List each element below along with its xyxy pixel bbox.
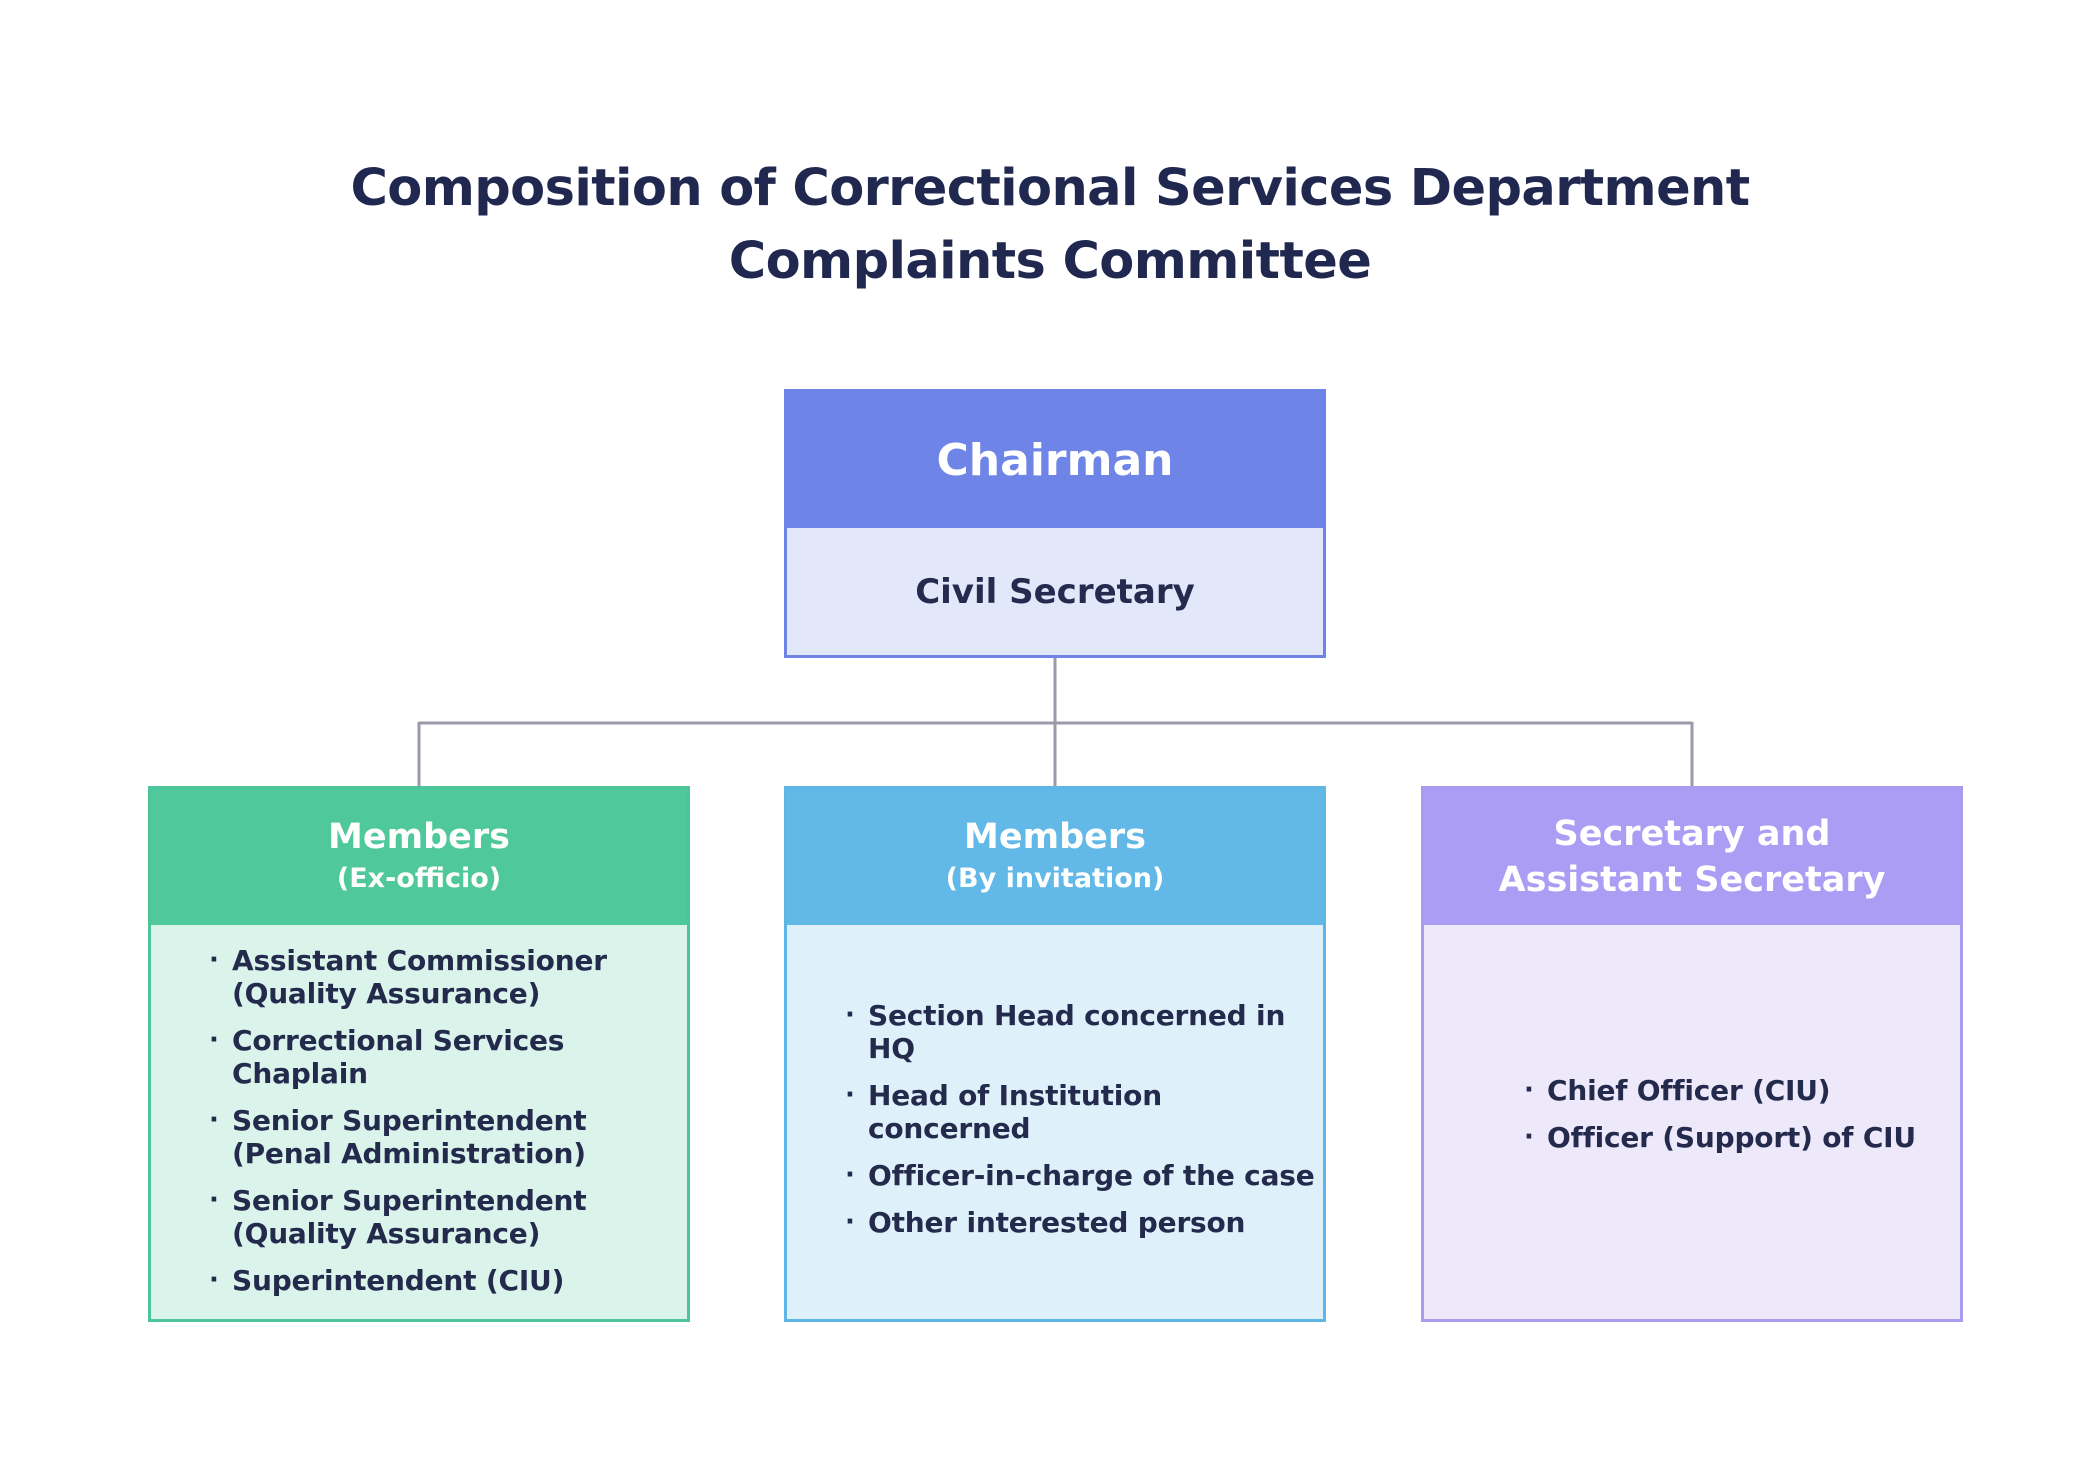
list-item-text: Section Head concerned in HQ xyxy=(868,999,1286,1065)
list-item-text: Assistant Commissioner (Quality Assuranc… xyxy=(232,944,607,1010)
secretary-list: · Chief Officer (CIU) · Officer (Support) o… xyxy=(1524,1073,1960,1154)
by-invitation-subheading: (By invitation) xyxy=(945,863,1165,894)
list-item-text: Correctional Services Chaplain xyxy=(232,1024,565,1090)
secretary-box: Secretary and Assistant Secretary · Chief… xyxy=(1421,786,1963,1322)
list-item-text: Senior Superintendent (Penal Administrat… xyxy=(232,1104,587,1170)
by-invitation-list: · Section Head concerned in HQ · Head of In… xyxy=(845,999,1323,1239)
chairman-holder: Civil Secretary xyxy=(787,528,1323,655)
bullet-icon: · xyxy=(845,1160,855,1190)
list-item-text: Superintendent (CIU) xyxy=(232,1264,565,1297)
chairman-heading: Chairman xyxy=(787,392,1323,528)
by-invitation-body: · Section Head concerned in HQ · Head of In… xyxy=(787,925,1323,1319)
list-item: · Section Head concerned in HQ xyxy=(845,999,1323,1065)
list-item: · Senior Superintendent (Quality Assuranc… xyxy=(209,1184,687,1250)
title-line-2: Complaints Committee xyxy=(728,232,1372,291)
bullet-icon: · xyxy=(845,1080,855,1110)
list-item: · Head of Institution concerned xyxy=(845,1079,1323,1145)
list-item: · Assistant Commissioner (Quality Assuran… xyxy=(209,944,687,1010)
bullet-icon: · xyxy=(1524,1074,1534,1105)
page-title: Composition of Correctional Services Dep… xyxy=(0,152,2100,298)
secretary-body: · Chief Officer (CIU) · Officer (Support) o… xyxy=(1424,925,1960,1319)
title-line-1: Composition of Correctional Services Dep… xyxy=(350,159,1750,218)
list-item-text: Officer (Support) of CIU xyxy=(1547,1120,1916,1154)
bullet-icon: · xyxy=(845,1207,855,1237)
invited-members-box: Members (By invitation) · Section Head co… xyxy=(784,786,1326,1322)
by-invitation-header: Members (By invitation) xyxy=(787,789,1323,925)
list-item-text: Chief Officer (CIU) xyxy=(1547,1073,1831,1107)
list-item: · Officer (Support) of CIU xyxy=(1524,1120,1960,1154)
ex-officio-body: · Assistant Commissioner (Quality Assuran… xyxy=(151,925,687,1319)
ex-officio-members-box: Members (Ex-officio) · Assistant Commissi… xyxy=(148,786,690,1322)
list-item-text: Senior Superintendent (Quality Assurance… xyxy=(232,1184,587,1250)
ex-officio-subheading: (Ex-officio) xyxy=(336,863,502,894)
ex-officio-header: Members (Ex-officio) xyxy=(151,789,687,925)
list-item: · Correctional Services Chaplain xyxy=(209,1024,687,1090)
bullet-icon: · xyxy=(209,1265,219,1295)
ex-officio-list: · Assistant Commissioner (Quality Assuran… xyxy=(209,944,687,1297)
list-item: · Other interested person xyxy=(845,1206,1323,1239)
list-item: · Chief Officer (CIU) xyxy=(1524,1073,1960,1107)
ex-officio-heading: Members xyxy=(328,817,510,857)
bullet-icon: · xyxy=(209,1105,219,1135)
list-item-text: Officer-in-charge of the case xyxy=(868,1159,1315,1192)
list-item-text: Head of Institution concerned xyxy=(868,1079,1162,1145)
bullet-icon: · xyxy=(209,1185,219,1215)
secretary-header: Secretary and Assistant Secretary xyxy=(1424,789,1960,925)
list-item: · Superintendent (CIU) xyxy=(209,1264,687,1297)
list-item-text: Other interested person xyxy=(868,1206,1246,1239)
chairman-box: Chairman Civil Secretary xyxy=(784,389,1326,658)
by-invitation-heading: Members xyxy=(964,817,1146,857)
bullet-icon: · xyxy=(209,1025,219,1055)
secretary-heading-line-2: Assistant Secretary xyxy=(1498,860,1886,900)
bullet-icon: · xyxy=(209,945,219,975)
bullet-icon: · xyxy=(1524,1121,1534,1152)
secretary-heading-line-1: Secretary and xyxy=(1553,814,1831,854)
list-item: · Senior Superintendent (Penal Administra… xyxy=(209,1104,687,1170)
list-item: · Officer-in-charge of the case xyxy=(845,1159,1323,1192)
bullet-icon: · xyxy=(845,1000,855,1030)
